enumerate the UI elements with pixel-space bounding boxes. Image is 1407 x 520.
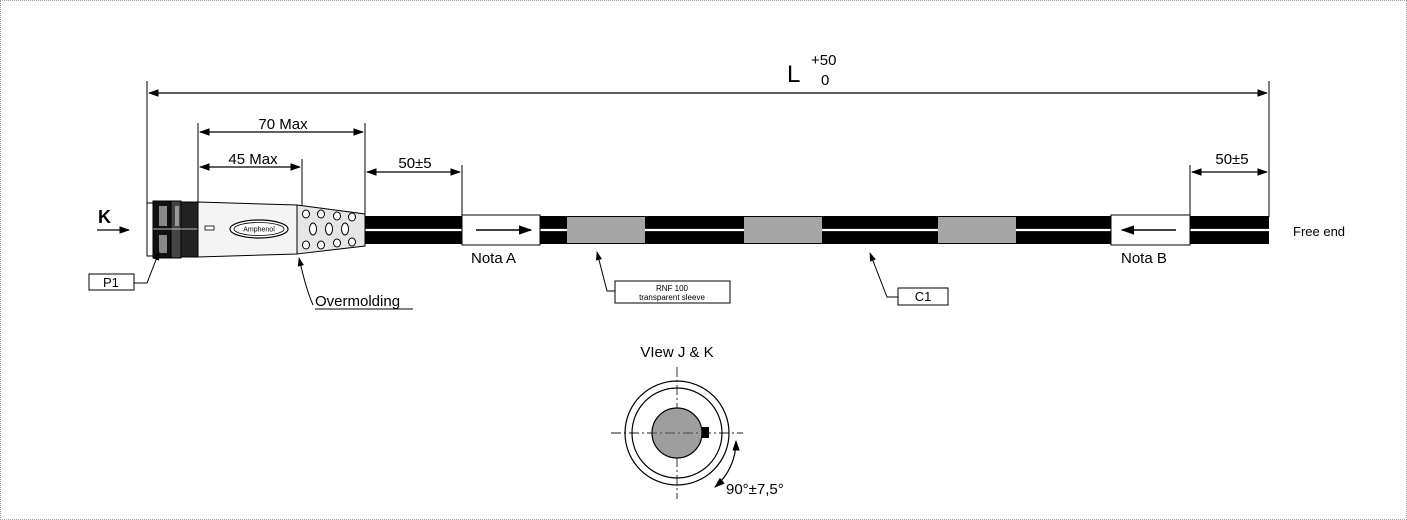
dimension-offset-right: 50±5 <box>1189 151 1269 215</box>
p1-label: P1 <box>103 275 119 290</box>
free-end-label: Free end <box>1293 224 1345 239</box>
dimension-45-max: 45 Max <box>198 151 303 206</box>
sleeve-label-line2: transparent sleeve <box>639 293 705 302</box>
dimension-70-max: 70 Max <box>197 116 366 215</box>
connector: K Amphenol <box>97 200 366 259</box>
dimension-offset-left: 50±5 <box>365 155 463 215</box>
sleeve-label-line1: RNF 100 <box>656 284 689 293</box>
offset-left-label: 50±5 <box>398 155 431 172</box>
overmolding-label: Overmolding <box>315 293 400 310</box>
nota-b-marker: Nota B <box>1110 214 1191 267</box>
callout-sleeve: RNF 100 transparent sleeve <box>595 251 731 304</box>
offset-right-label: 50±5 <box>1215 151 1248 168</box>
angle-label: 90°±7,5° <box>726 481 784 498</box>
view-j-k: VIew J & K 90°±7,5° <box>611 344 784 499</box>
overall-length-dimension: L +50 0 <box>146 52 1270 217</box>
nota-a-marker: Nota A <box>461 214 541 267</box>
sleeve-segment <box>567 217 645 243</box>
length-tol-upper: +50 <box>811 52 836 69</box>
sleeve-segment <box>744 217 822 243</box>
callout-c1: C1 <box>869 252 949 306</box>
nota-a-label: Nota A <box>471 250 516 267</box>
dimension-70-max-label: 70 Max <box>258 116 308 133</box>
brand-logo-text: Amphenol <box>243 227 275 234</box>
length-tol-lower: 0 <box>821 72 829 89</box>
view-title: VIew J & K <box>640 344 713 361</box>
callout-overmolding: Overmolding <box>297 257 413 310</box>
view-arrow-label: K <box>98 207 111 227</box>
sleeve-segment <box>938 217 1016 243</box>
c1-label: C1 <box>915 289 932 304</box>
length-label: L <box>787 61 800 88</box>
nota-b-label: Nota B <box>1121 250 1167 267</box>
dimension-45-max-label: 45 Max <box>228 151 278 168</box>
callout-p1: P1 <box>88 251 160 291</box>
